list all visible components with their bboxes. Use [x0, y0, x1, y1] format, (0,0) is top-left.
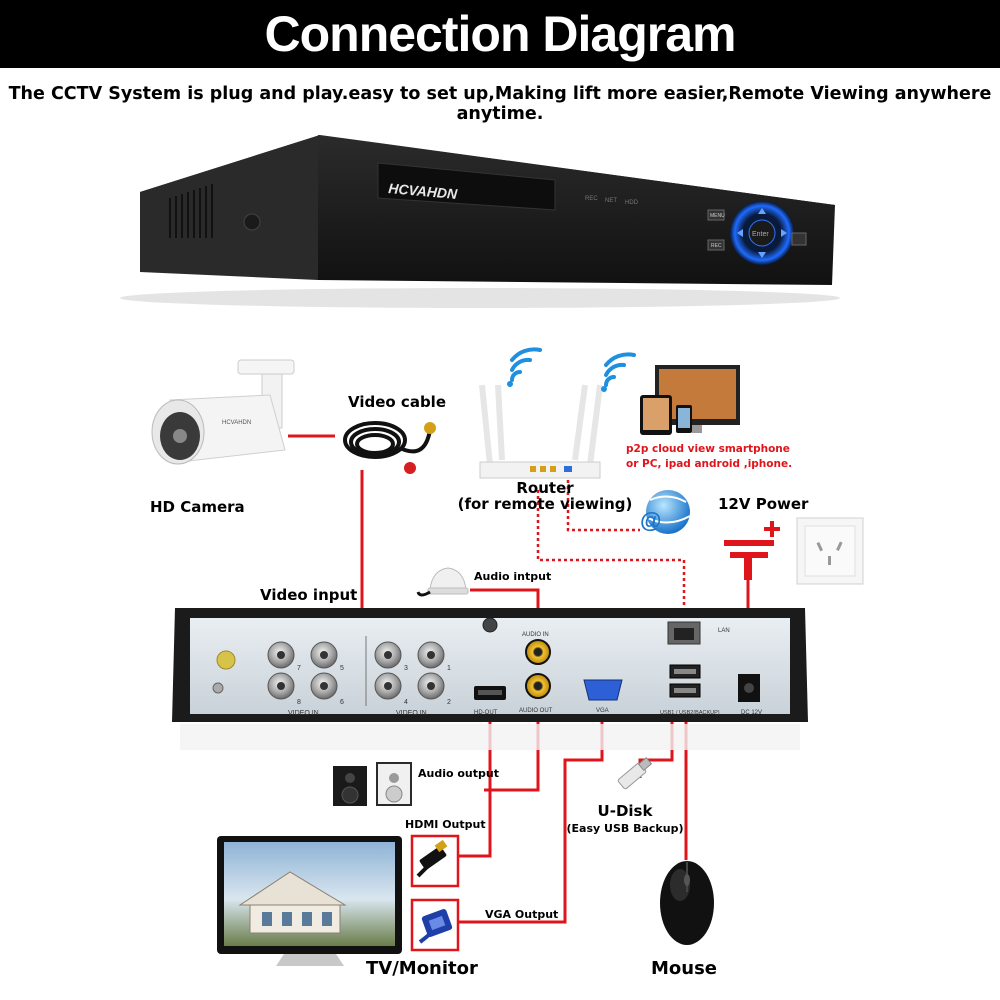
power-label: 12V Power	[718, 495, 809, 513]
ground-terminal	[216, 650, 236, 670]
hdmi-output-label: HDMI Output	[405, 818, 486, 831]
svg-text:1: 1	[447, 665, 451, 672]
usb-disk-icon	[617, 757, 653, 790]
page-subtitle: The CCTV System is plug and play.easy to…	[8, 84, 992, 124]
video-in-label-left: VIDEO IN	[288, 710, 319, 717]
hd-camera-label: HD Camera	[150, 498, 245, 516]
dvr-back-panel: 7 5 8 6 3 1 4 2 VIDEO IN VIDEO IN AUDIO …	[172, 608, 808, 750]
svg-text:8: 8	[297, 699, 301, 706]
dvr-display	[377, 162, 556, 211]
wire-hdmi-output	[458, 700, 492, 858]
bnc-numbers: 7 5 8 6 3 1 4 2	[297, 665, 451, 706]
wifi-icon	[601, 352, 636, 392]
vga-highlight	[410, 898, 460, 952]
menu-button-label: MENU	[710, 213, 725, 219]
udisk-label: U-Disk	[597, 802, 653, 820]
page-title: Connection Diagram	[264, 6, 737, 62]
panel-screw	[212, 682, 224, 694]
router-antenna	[479, 384, 493, 466]
video-input-label: Video input	[260, 586, 358, 604]
mouse-icon	[660, 861, 714, 945]
audio-out-port-label: AUDIO OUT	[519, 708, 553, 714]
hdmi-cable-icon	[416, 839, 448, 878]
at-sign-icon: @	[640, 508, 661, 533]
dvr-back-reflection	[180, 724, 800, 750]
p2p-description-line2: or PC, ipad android ,iphone.	[626, 458, 793, 470]
internet-globe-icon: @	[640, 490, 691, 534]
svg-text:7: 7	[297, 665, 301, 672]
arrow-left-icon[interactable]	[737, 229, 743, 237]
indicator-hdd: HDD	[625, 200, 639, 206]
router-antenna	[495, 384, 505, 461]
rec-button-label: REC	[711, 243, 722, 249]
menu-button[interactable]	[707, 209, 725, 221]
audio-input-label: Audio intput	[474, 570, 552, 583]
audio-out-jack[interactable]	[525, 673, 551, 699]
camera-brand-mark: HCVAHDN	[222, 420, 251, 426]
indicator-net: NET	[605, 198, 617, 204]
title-bar	[0, 0, 1000, 68]
wire-audio-output	[484, 690, 540, 792]
rec-button[interactable]	[707, 239, 725, 251]
camera-lens-center	[173, 429, 187, 443]
router-label: Router	[516, 479, 574, 497]
router	[479, 384, 603, 479]
dvr-side-screw	[243, 213, 261, 231]
svg-text:4: 4	[404, 699, 408, 706]
wire-router-internet	[566, 480, 640, 532]
svg-text:3: 3	[404, 665, 408, 672]
wifi-icon	[507, 347, 542, 387]
svg-text:6: 6	[340, 699, 344, 706]
video-cable	[343, 421, 436, 474]
dvr-vents	[169, 184, 213, 238]
microphone-icon	[416, 567, 469, 597]
audio-in-port-label: AUDIO IN	[522, 632, 549, 638]
speakers-icon	[333, 762, 412, 806]
mouse-label: Mouse	[651, 958, 718, 979]
arrow-up-icon[interactable]	[758, 208, 766, 214]
vga-port[interactable]	[583, 679, 623, 701]
arrow-down-icon[interactable]	[758, 252, 766, 258]
udisk-sublabel: (Easy USB Backup)	[566, 822, 684, 835]
hdmi-highlight	[410, 834, 460, 888]
dvr-side-panel	[140, 135, 320, 280]
audio-output-label: Audio output	[418, 767, 499, 780]
svg-text:2: 2	[447, 699, 451, 706]
vga-port-label: VGA	[596, 708, 609, 714]
audio-in-jack[interactable]	[525, 639, 551, 665]
tv-monitor-label: TV/Monitor	[366, 958, 478, 979]
video-cable-label: Video cable	[348, 393, 446, 411]
dc-port-label: DC 12V	[741, 710, 762, 716]
hdmi-port-label: HD-OUT	[474, 710, 498, 716]
tv-stand	[276, 954, 344, 966]
power-source	[724, 517, 864, 585]
enter-button[interactable]	[748, 219, 776, 247]
p2p-devices	[640, 365, 740, 435]
usb-port-label: USB1 / USB2(BACKUP)	[660, 710, 720, 716]
arrow-right-icon[interactable]	[781, 229, 787, 237]
vga-output-label: VGA Output	[485, 908, 559, 921]
dvr-brand-logo: HCVAHDN	[388, 180, 459, 202]
enter-button-label: Enter	[752, 231, 769, 238]
indicator-rec: REC	[585, 196, 598, 202]
hd-camera: HCVAHDN	[151, 359, 295, 465]
router-antenna	[572, 384, 588, 461]
vga-cable-icon	[418, 909, 453, 944]
video-in-label-right: VIDEO IN	[396, 710, 427, 717]
bnc-connector-group	[267, 636, 445, 706]
tv-monitor	[217, 836, 402, 966]
power-button[interactable]	[791, 232, 807, 246]
router-antenna	[587, 384, 603, 466]
router-sublabel: (for remote viewing)	[457, 495, 633, 513]
camera-mount-base	[237, 359, 295, 375]
dvr-front: HCVAHDN REC NET HDD MENU REC Enter	[120, 135, 840, 308]
dvr-reflection	[120, 288, 840, 308]
lan-port-label: LAN	[718, 628, 730, 634]
panel-screw	[482, 617, 498, 633]
svg-text:5: 5	[340, 665, 344, 672]
p2p-description-line1: p2p cloud view smartphone	[626, 443, 790, 455]
